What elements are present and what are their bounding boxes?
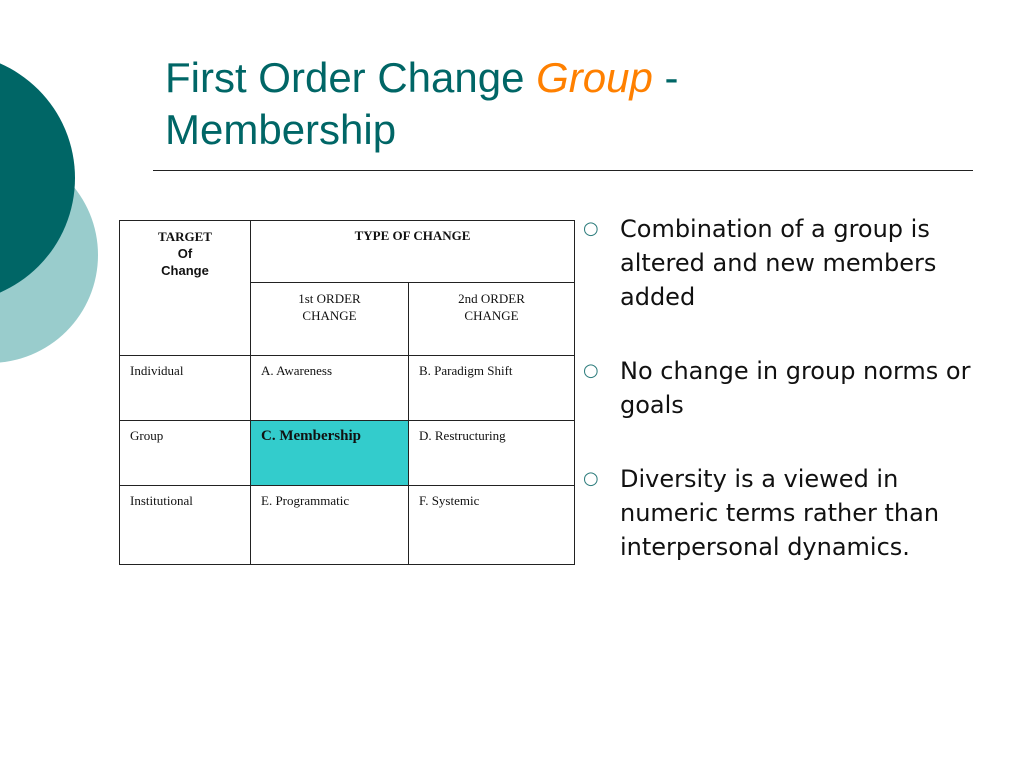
cell-programmatic: E. Programmatic [250, 485, 409, 565]
hollow-circle-bullet-icon: ○ [583, 468, 599, 489]
cell-paradigm-shift: B. Paradigm Shift [408, 355, 575, 421]
row-target-group: Group [119, 420, 251, 486]
bullet-list: ○ Combination of a group is altered and … [583, 212, 973, 604]
hollow-circle-bullet-icon: ○ [583, 218, 599, 239]
row-target-institutional: Institutional [119, 485, 251, 565]
second-order-header: 2nd ORDER CHANGE [408, 282, 575, 356]
row-target-individual: Individual [119, 355, 251, 421]
list-item: ○ Diversity is a viewed in numeric terms… [583, 462, 973, 564]
bullet-text: Combination of a group is altered and ne… [620, 215, 937, 311]
bullet-text: No change in group norms or goals [620, 357, 971, 419]
change-matrix-table: TARGET Of Change TYPE OF CHANGE 1st ORDE… [119, 220, 575, 565]
table-row: Group C. Membership D. Restructuring [119, 420, 575, 486]
target-header-line2: Of [177, 246, 193, 261]
first-order-line1: 1st ORDER [298, 291, 361, 306]
second-order-line2: CHANGE [464, 308, 519, 323]
title-accent-word: Group [536, 54, 653, 101]
dark-teal-circle [0, 63, 75, 293]
first-order-header: 1st ORDER CHANGE [250, 282, 409, 356]
decorative-circles [0, 63, 98, 363]
title-divider [153, 170, 973, 171]
list-item: ○ Combination of a group is altered and … [583, 212, 973, 314]
target-of-change-header: TARGET Of Change [119, 220, 251, 356]
cell-membership-highlighted: C. Membership [250, 420, 409, 486]
first-order-line2: CHANGE [302, 308, 357, 323]
table-header-row: TARGET Of Change TYPE OF CHANGE [119, 220, 575, 356]
title-text-part1: First Order Change [165, 54, 537, 101]
slide-title: First Order Change Group - Membership [165, 52, 965, 156]
hollow-circle-bullet-icon: ○ [583, 360, 599, 381]
table-row: Institutional E. Programmatic F. Systemi… [119, 485, 575, 565]
cell-restructuring: D. Restructuring [408, 420, 575, 486]
title-text-line2: Membership [165, 106, 397, 153]
cell-awareness: A. Awareness [250, 355, 409, 421]
target-header-line1: TARGET [158, 229, 212, 244]
list-item: ○ No change in group norms or goals [583, 354, 973, 422]
target-header-line3: Change [161, 263, 209, 278]
cell-systemic: F. Systemic [408, 485, 575, 565]
title-text-part2: - [652, 54, 679, 101]
table-row: Individual A. Awareness B. Paradigm Shif… [119, 355, 575, 421]
table-subheader-row: 1st ORDER CHANGE 2nd ORDER CHANGE [120, 282, 575, 356]
type-of-change-header: TYPE OF CHANGE [250, 220, 575, 283]
second-order-line1: 2nd ORDER [458, 291, 525, 306]
bullet-text: Diversity is a viewed in numeric terms r… [620, 465, 940, 561]
